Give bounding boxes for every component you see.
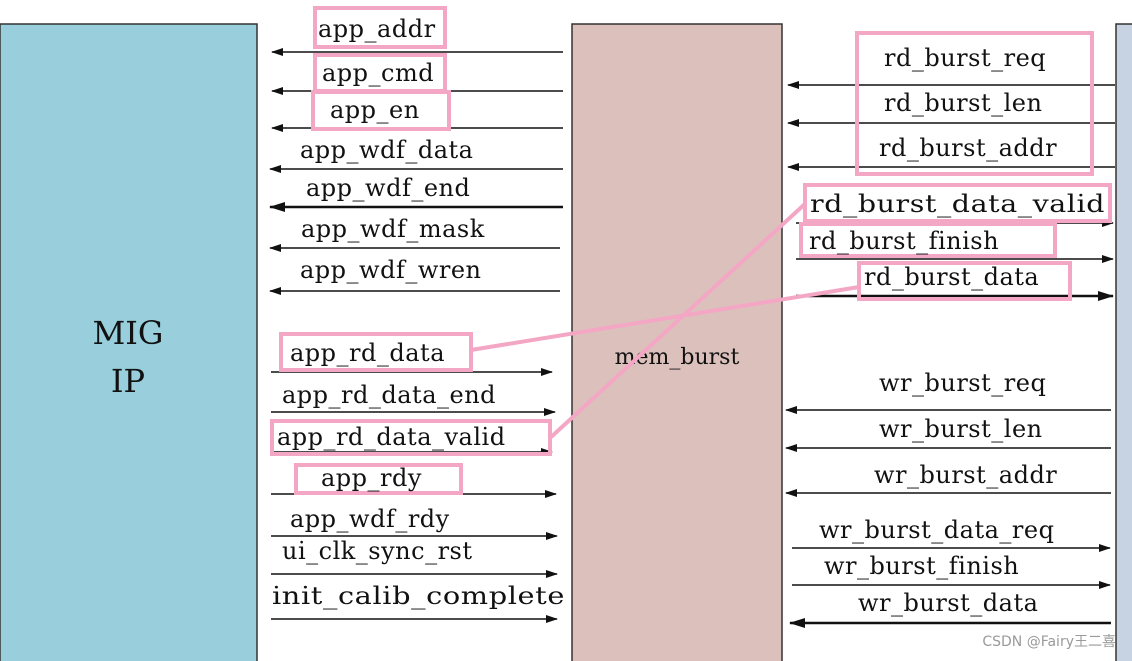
highlight-app-rd-data: [279, 332, 473, 372]
label-app-en: app_en: [330, 96, 420, 124]
label-rd-burst-data-valid: rd_burst_data_valid: [810, 190, 1105, 218]
highlight-rd-burst-finish: [799, 222, 1057, 258]
label-app-wdf-data: app_wdf_data: [300, 136, 473, 164]
mig-label-line1: MIG: [93, 314, 164, 352]
label-app-rdy: app_rdy: [321, 464, 422, 492]
label-rd-burst-len: rd_burst_len: [884, 89, 1042, 117]
highlight-app-rdy: [294, 463, 463, 495]
label-app-wdf-rdy: app_wdf_rdy: [290, 505, 450, 533]
label-init-calib-complete: init_calib_complete: [272, 582, 565, 610]
label-wr-burst-len: wr_burst_len: [879, 415, 1043, 443]
label-ui-clk-sync-rst: ui_clk_sync_rst: [282, 537, 473, 565]
label-app-rd-data-end: app_rd_data_end: [282, 381, 496, 409]
mem-burst-block: [571, 23, 783, 661]
watermark: CSDN @Fairy王二喜: [982, 634, 1116, 650]
label-app-wdf-wren: app_wdf_wren: [300, 256, 482, 284]
label-wr-burst-data: wr_burst_data: [858, 589, 1038, 617]
label-wr-burst-data-req: wr_burst_data_req: [819, 516, 1054, 544]
highlight-app-addr: [313, 6, 447, 49]
mig-label-line2: IP: [111, 362, 145, 400]
label-app-addr: app_addr: [318, 15, 436, 43]
label-app-rd-data: app_rd_data: [290, 339, 445, 367]
mig-ip-block: [0, 23, 258, 661]
label-app-cmd: app_cmd: [322, 59, 434, 87]
link-app-rd-data-to-rd-burst-data: [470, 285, 860, 352]
label-app-rd-data-valid: app_rd_data_valid: [277, 423, 506, 451]
highlight-app-en: [311, 90, 451, 131]
label-wr-burst-req: wr_burst_req: [879, 369, 1046, 397]
label-app-wdf-mask: app_wdf_mask: [301, 215, 485, 243]
label-rd-burst-req: rd_burst_req: [884, 44, 1046, 72]
label-rd-burst-addr: rd_burst_addr: [879, 134, 1057, 162]
mem-burst-label: mem_burst: [615, 345, 740, 370]
highlight-rd-burst-data: [857, 261, 1072, 301]
label-wr-burst-addr: wr_burst_addr: [874, 461, 1057, 489]
highlight-rd-burst-req-len-addr: [855, 31, 1094, 176]
label-rd-burst-data: rd_burst_data: [864, 263, 1039, 291]
label-wr-burst-finish: wr_burst_finish: [824, 552, 1019, 580]
label-rd-burst-finish: rd_burst_finish: [809, 227, 999, 255]
right-module-block: [1115, 23, 1132, 661]
link-app-rd-data-valid-to-rd-burst-data-valid: [548, 201, 808, 440]
label-app-wdf-end: app_wdf_end: [306, 174, 470, 202]
